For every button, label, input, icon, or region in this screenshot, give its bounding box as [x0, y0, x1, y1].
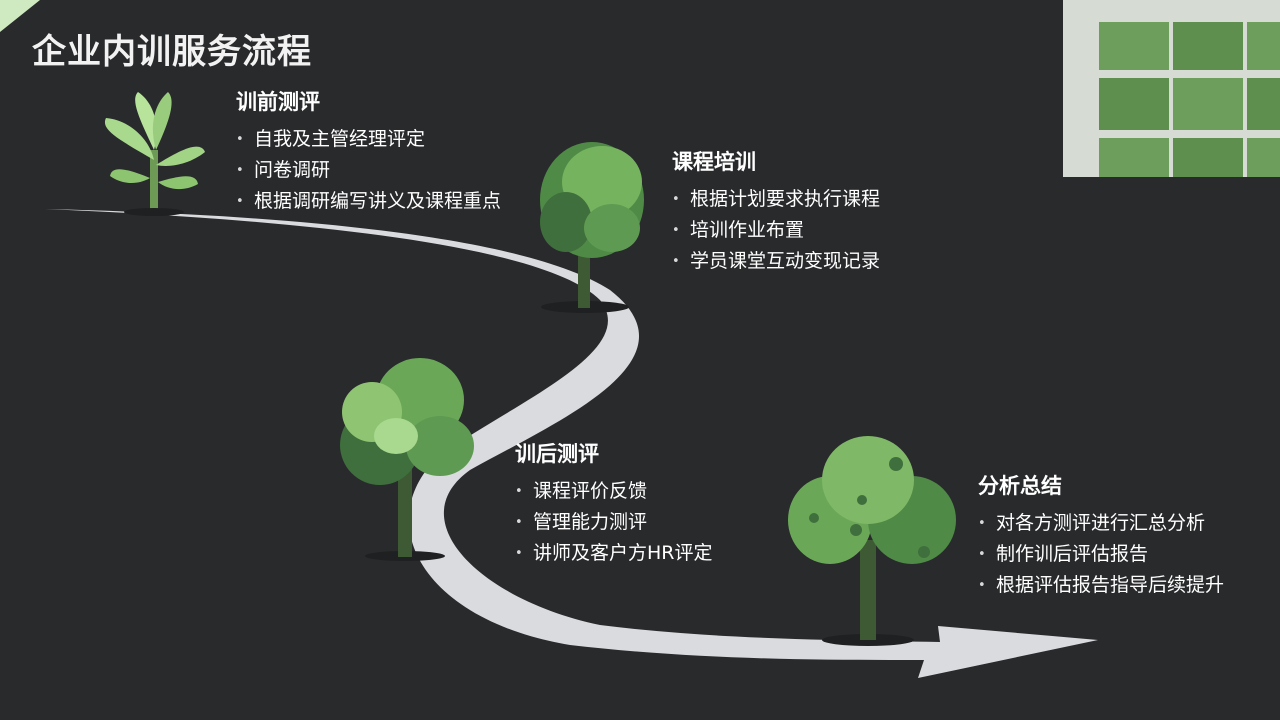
sprout-icon — [104, 92, 205, 216]
list-item: 管理能力测评 — [515, 507, 713, 538]
list-item: 自我及主管经理评定 — [236, 124, 501, 155]
stage-item-list: 对各方测评进行汇总分析 制作训后评估报告 根据评估报告指导后续提升 — [978, 508, 1224, 601]
page-title: 企业内训服务流程 — [32, 32, 312, 72]
list-item: 讲师及客户方HR评定 — [515, 538, 713, 569]
list-item: 对各方测评进行汇总分析 — [978, 508, 1224, 539]
list-item: 培训作业布置 — [672, 215, 880, 246]
stage-analysis-summary: 分析总结 对各方测评进行汇总分析 制作训后评估报告 根据评估报告指导后续提升 — [978, 470, 1224, 601]
stage-heading: 训后测评 — [515, 442, 599, 466]
corner-accent — [0, 0, 40, 32]
list-item: 根据调研编写讲义及课程重点 — [236, 186, 501, 217]
list-item: 问卷调研 — [236, 155, 501, 186]
stage-course-training: 课程培训 根据计划要求执行课程 培训作业布置 学员课堂互动变现记录 — [672, 146, 880, 277]
stage-item-list: 根据计划要求执行课程 培训作业布置 学员课堂互动变现记录 — [672, 184, 880, 277]
list-item: 课程评价反馈 — [515, 476, 713, 507]
list-item: 制作训后评估报告 — [978, 539, 1224, 570]
stage-pre-training: 训前测评 自我及主管经理评定 问卷调研 根据调研编写讲义及课程重点 — [236, 86, 501, 217]
stage-item-list: 自我及主管经理评定 问卷调研 根据调研编写讲义及课程重点 — [236, 124, 501, 217]
bookshelf-photo — [1063, 0, 1280, 177]
stage-post-training: 训后测评 课程评价反馈 管理能力测评 讲师及客户方HR评定 — [515, 438, 713, 569]
list-item: 根据计划要求执行课程 — [672, 184, 880, 215]
stage-heading: 课程培训 — [672, 150, 756, 174]
medium-tree-icon — [340, 358, 474, 561]
stage-item-list: 课程评价反馈 管理能力测评 讲师及客户方HR评定 — [515, 476, 713, 569]
process-road-arrow — [45, 209, 1098, 678]
stage-heading: 训前测评 — [236, 90, 320, 114]
stage-heading: 分析总结 — [978, 474, 1062, 498]
list-item: 学员课堂互动变现记录 — [672, 246, 880, 277]
large-tree-icon — [788, 436, 956, 646]
small-tree-icon — [540, 142, 644, 313]
list-item: 根据评估报告指导后续提升 — [978, 570, 1224, 601]
